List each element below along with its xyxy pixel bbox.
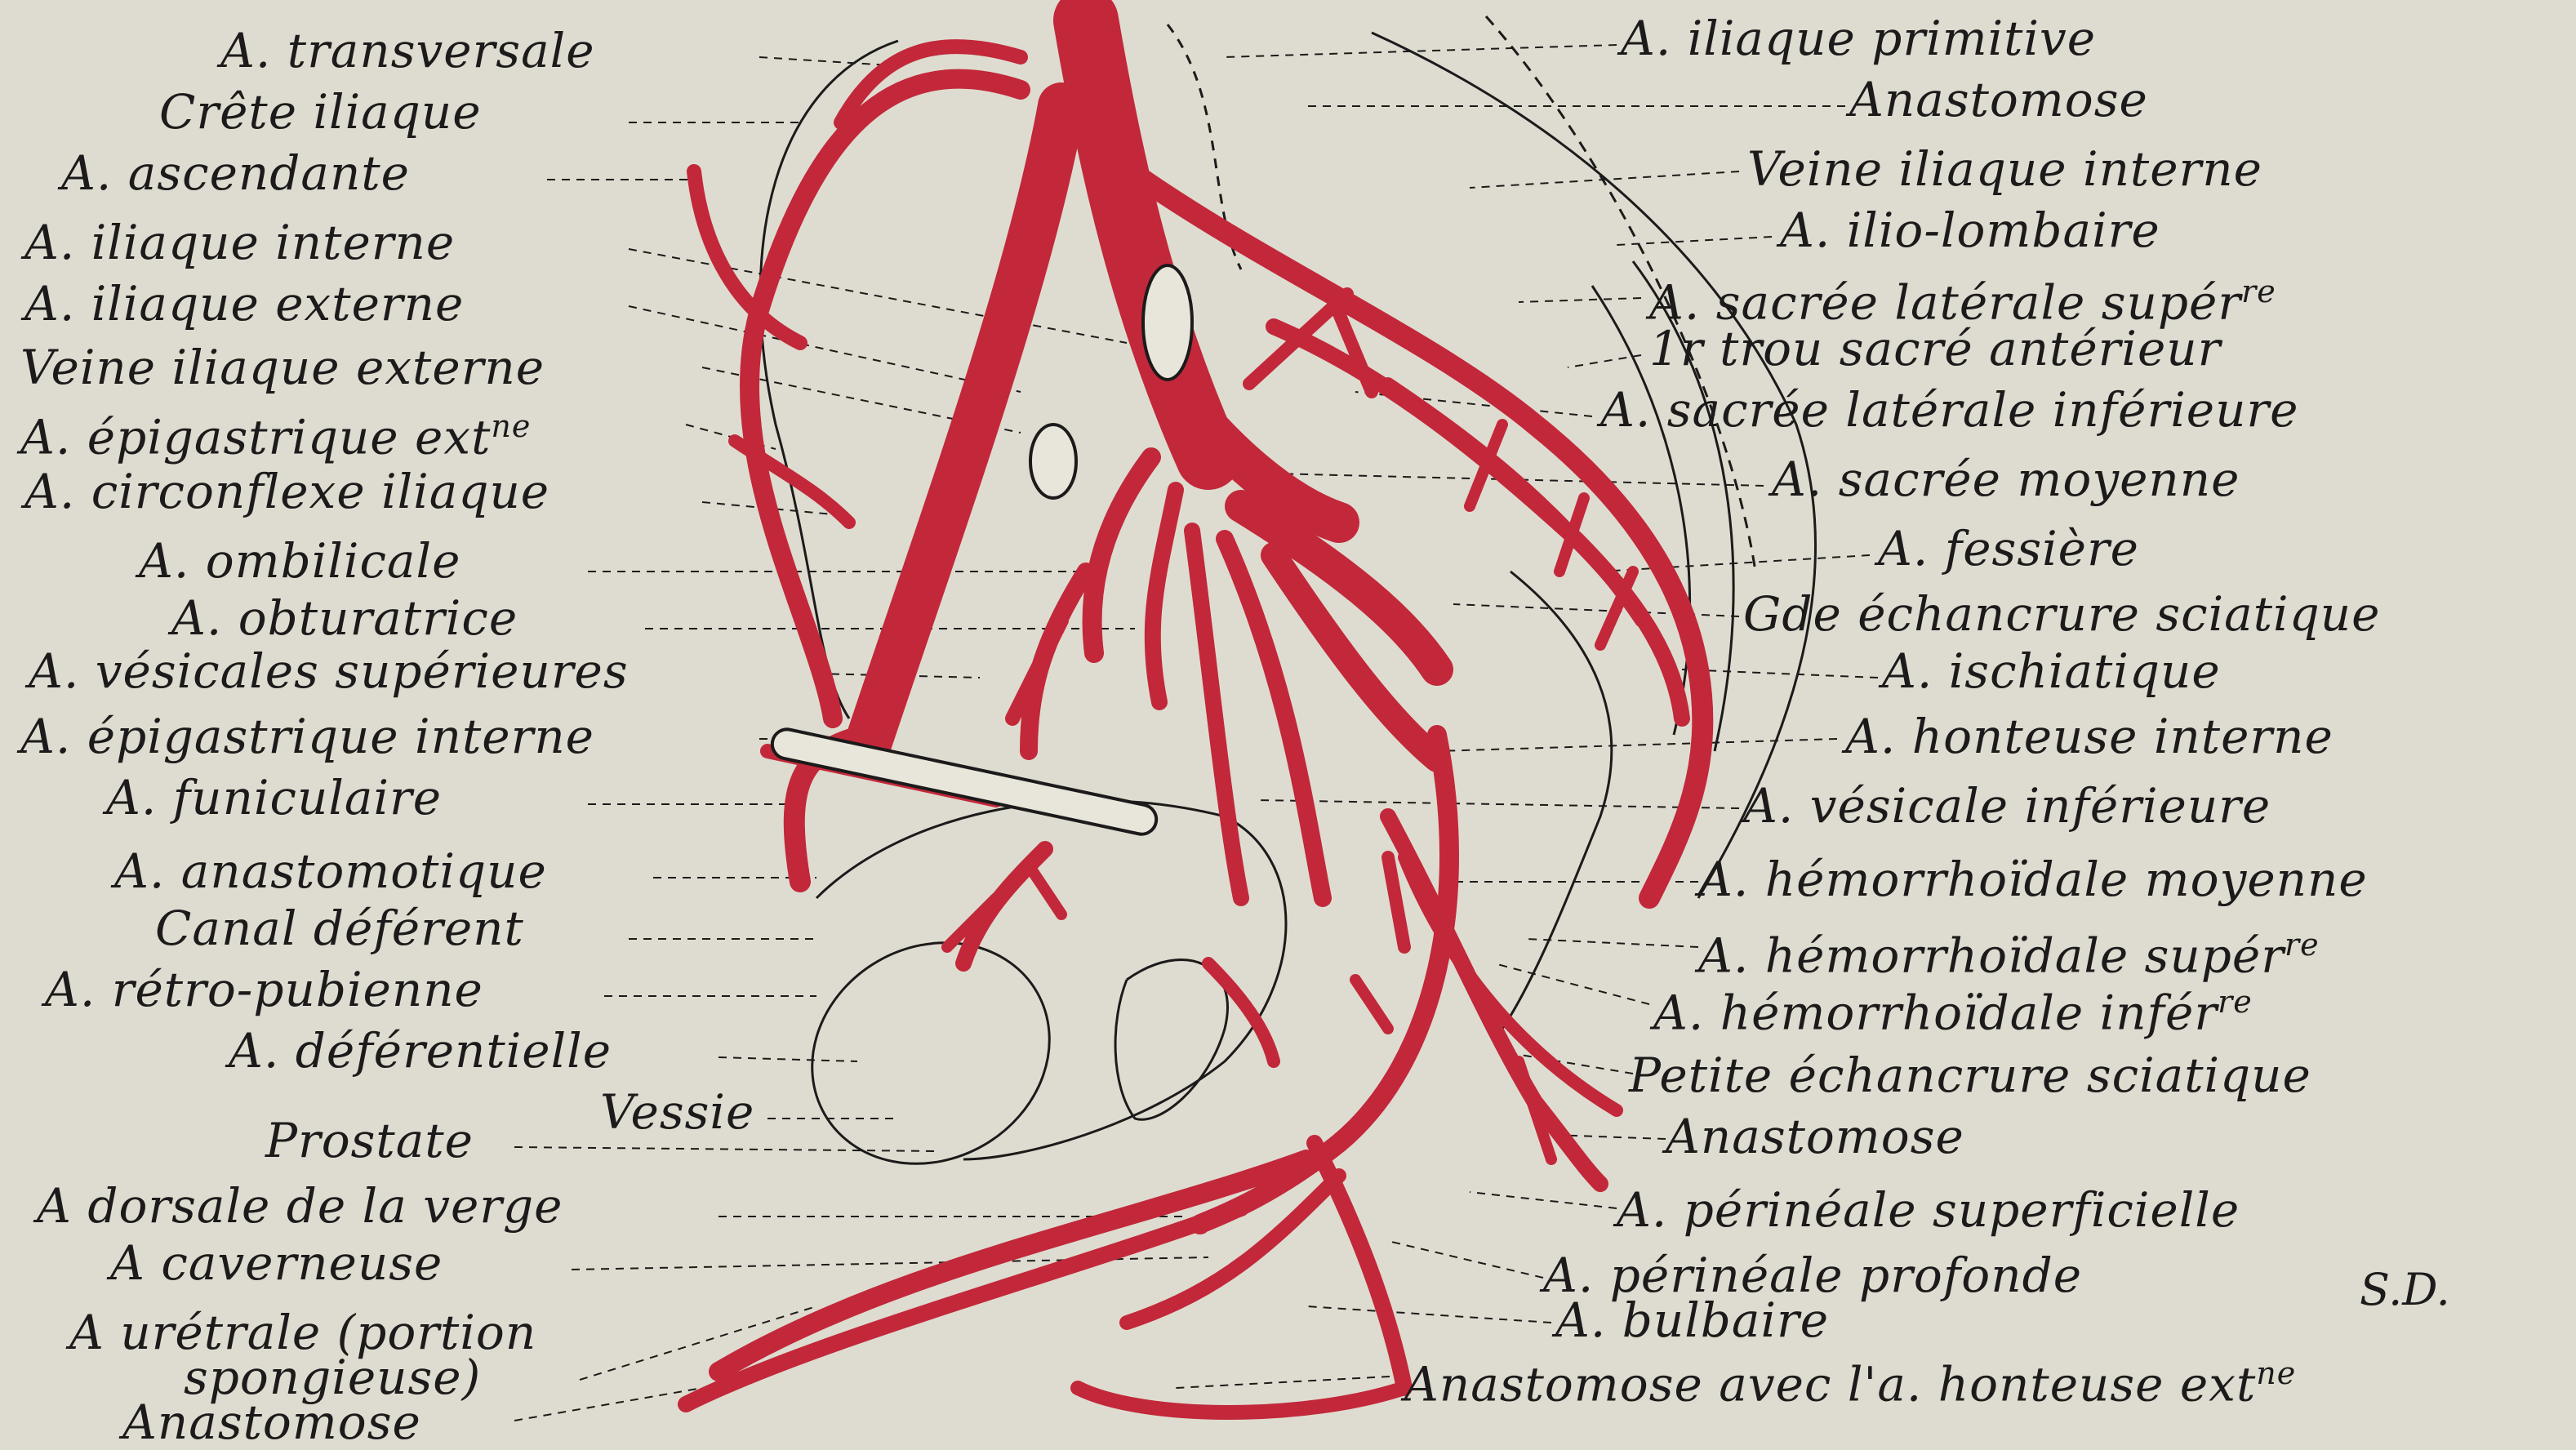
label-a-ombilicale: A. ombilicale: [139, 535, 460, 587]
label-a-retro-pubienne: A. rétro-pubienne: [45, 963, 483, 1016]
label-a-funiculaire: A. funiculaire: [106, 772, 442, 824]
label-a-honteuse-interne: A. honteuse interne: [1845, 710, 2334, 763]
label-a-dorsale-verge: A dorsale de la verge: [37, 1180, 563, 1232]
label-canal-deferent: Canal déférent: [155, 902, 524, 954]
label-a-anastomotique: A. anastomotique: [114, 845, 547, 897]
label-a-epigastrique-interne: A. épigastrique interne: [20, 710, 594, 763]
label-anastomose-right: Anastomose: [1666, 1110, 1964, 1163]
label-a-sacree-laterale-super: A. sacrée latérale supérre: [1649, 265, 2276, 328]
label-a-ischiatique: A. ischiatique: [1882, 645, 2221, 697]
label-grande-echancrure-sciatique: Gde échancrure sciatique: [1743, 588, 2380, 640]
label-a-bulbaire: A. bulbaire: [1555, 1294, 1829, 1346]
label-anastomose-top: Anastomose: [1849, 73, 2148, 126]
label-a-fessiere: A. fessière: [1878, 523, 2139, 575]
label-a-ascendante: A. ascendante: [61, 147, 410, 199]
label-a-hemorrhoidale-infer: A. hémorrhoïdale inférre: [1653, 976, 2253, 1039]
label-veine-iliaque-interne: Veine iliaque interne: [1747, 143, 2262, 195]
label-1er-trou-sacre: 1r trou sacré antérieur: [1649, 322, 2221, 375]
label-a-hemorrhoidale-super: A. hémorrhoïdale supérre: [1698, 918, 2320, 981]
label-anastomose-left: Anastomose: [122, 1396, 421, 1448]
label-a-sacree-moyenne: A. sacrée moyenne: [1772, 453, 2240, 505]
artery-vessels: [686, 20, 1702, 1412]
label-a-sacree-laterale-inferieure: A. sacrée latérale inférieure: [1600, 384, 2298, 436]
label-a-iliaque-primitive: A. iliaque primitive: [1621, 12, 2096, 64]
label-a-caverneuse: A caverneuse: [110, 1237, 443, 1289]
label-a-epigastrique-ext: A. épigastrique extne: [20, 400, 531, 463]
label-a-transversale: A. transversale: [220, 24, 595, 77]
label-petite-echancrure-sciatique: Petite échancrure sciatique: [1629, 1049, 2311, 1101]
label-prostate: Prostate: [265, 1114, 474, 1167]
label-a-circonflexe-iliaque: A. circonflexe iliaque: [24, 465, 549, 518]
artist-signature: S.D.: [2360, 1264, 2450, 1315]
label-a-iliaque-externe: A. iliaque externe: [24, 278, 464, 330]
label-a-iliaque-interne: A. iliaque interne: [24, 216, 455, 269]
label-a-vesicales-superieures: A. vésicales supérieures: [29, 645, 629, 697]
label-vessie: Vessie: [600, 1086, 754, 1138]
label-veine-iliaque-externe: Veine iliaque externe: [20, 341, 545, 394]
label-a-ilio-lombaire: A. ilio-lombaire: [1780, 204, 2160, 256]
label-crete-iliaque: Crête iliaque: [159, 86, 482, 138]
label-a-vesicale-inferieure: A. vésicale inférieure: [1743, 780, 2271, 832]
label-a-deferentielle: A. déférentielle: [229, 1025, 612, 1077]
label-anastomose-honteuse-ext: Anastomose avec l'a. honteuse extne: [1404, 1347, 2296, 1410]
label-a-hemorrhoidale-moyenne: A. hémorrhoïdale moyenne: [1698, 853, 2368, 905]
label-a-perineale-superficielle: A. périnéale superficielle: [1617, 1184, 2240, 1236]
label-a-obturatrice: A. obturatrice: [171, 592, 518, 644]
